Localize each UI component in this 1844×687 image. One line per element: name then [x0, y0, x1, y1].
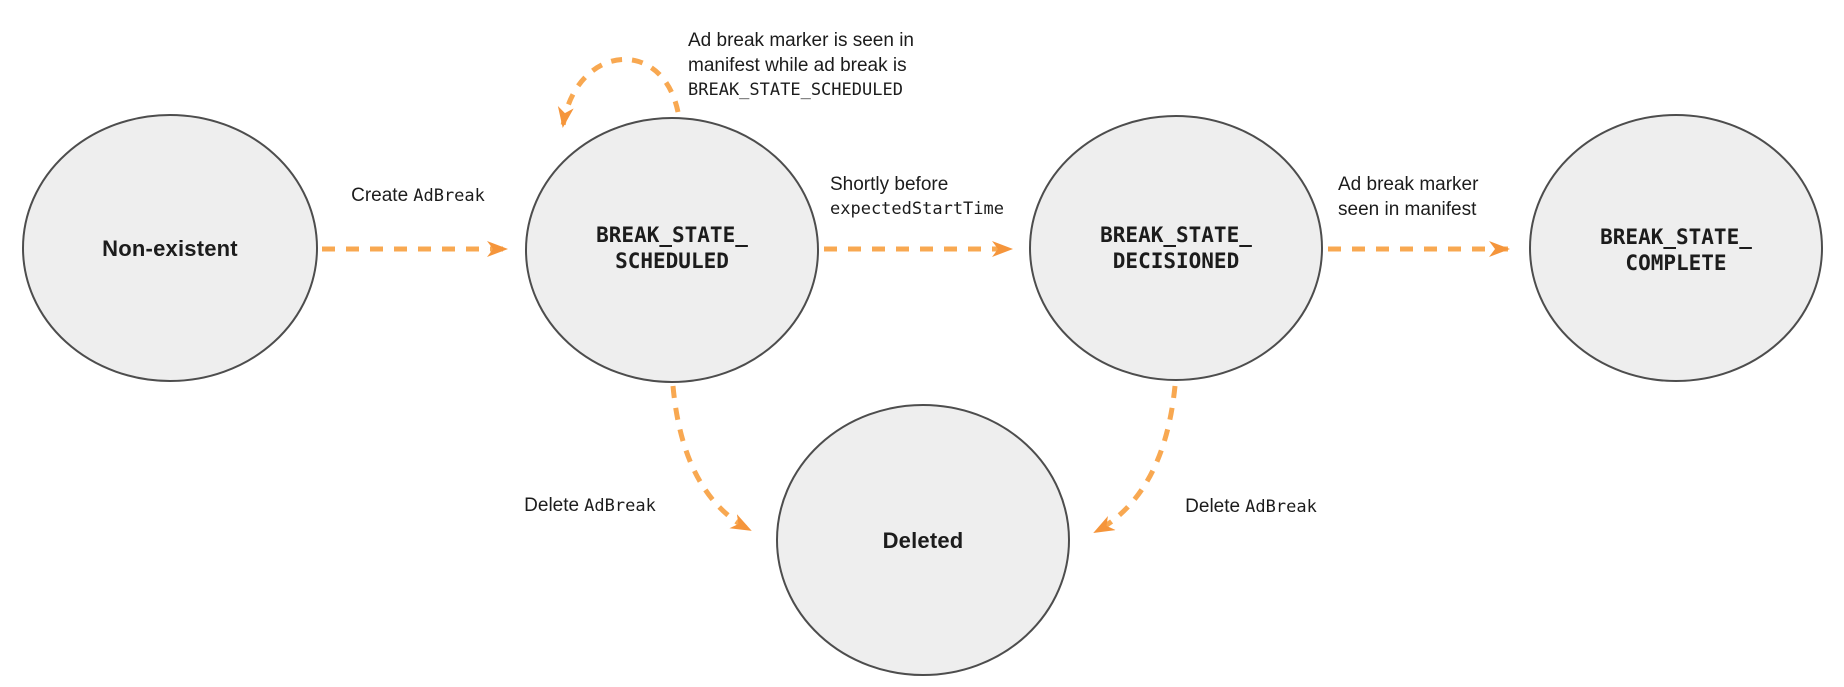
state-ellipse-complete [1529, 114, 1823, 382]
edge-label-create-plain: Create [351, 185, 409, 206]
edge-label-self-loop: Ad break marker is seen in manifest whil… [688, 28, 914, 103]
edge-label-self-loop-code: BREAK_STATE_SCHEDULED [688, 80, 903, 100]
state-label-complete-line2: COMPLETE [1625, 251, 1727, 275]
edge-label-shortly-before-plain: Shortly before [830, 174, 949, 195]
edge-label-create-code: AdBreak [413, 186, 485, 206]
edge-label-delete-left-plain: Delete [524, 495, 580, 516]
edge-label-marker-seen-line1: Ad break marker [1338, 174, 1479, 195]
state-label-non-existent: Non-existent [102, 236, 238, 261]
edge-decisioned-to-deleted [1093, 385, 1178, 535]
state-label-complete-line1: BREAK_STATE_ [1600, 225, 1752, 249]
state-label-scheduled: BREAK_STATE_ SCHEDULED [596, 222, 748, 274]
state-label-decisioned: BREAK_STATE_ DECISIONED [1100, 222, 1252, 274]
state-label-decisioned-line2: DECISIONED [1112, 249, 1240, 273]
edge-label-marker-seen-line2: seen in manifest [1338, 199, 1477, 220]
edge-label-shortly-before: Shortly before expectedStartTime [830, 172, 1004, 222]
state-label-deleted: Deleted [882, 528, 964, 553]
edge-label-self-loop-line2: manifest while ad break is [688, 55, 907, 76]
edge-label-self-loop-line1: Ad break marker is seen in [688, 30, 914, 51]
state-label-complete: BREAK_STATE_ COMPLETE [1600, 224, 1752, 276]
edge-label-delete-right-plain: Delete [1185, 496, 1241, 517]
state-label-scheduled-line1: BREAK_STATE_ [596, 223, 748, 247]
edge-label-marker-seen: Ad break marker seen in manifest [1338, 172, 1478, 222]
edge-label-delete-left-code: AdBreak [584, 496, 656, 516]
edge-label-shortly-before-code: expectedStartTime [830, 199, 1004, 219]
state-ellipse-decisioned [1029, 115, 1323, 381]
edge-label-delete-right-code: AdBreak [1245, 497, 1317, 517]
edge-scheduled-to-deleted [670, 385, 752, 533]
edge-self-loop-scheduled [557, 57, 681, 128]
state-label-decisioned-line1: BREAK_STATE_ [1100, 223, 1252, 247]
state-ellipse-scheduled [525, 117, 819, 383]
state-ellipse-non-existent [22, 114, 318, 382]
state-label-scheduled-line2: SCHEDULED [615, 249, 729, 273]
state-ellipse-deleted [776, 404, 1070, 676]
